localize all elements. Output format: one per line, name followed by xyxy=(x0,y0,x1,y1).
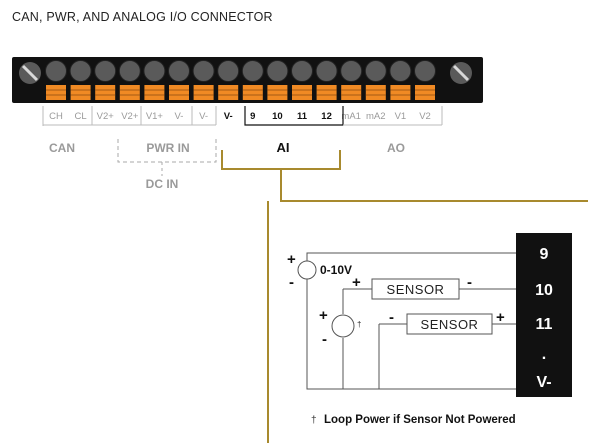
pin-dividers xyxy=(42,106,443,126)
pin-label: mA2 xyxy=(366,111,386,122)
terminal-screw-icon xyxy=(143,60,166,82)
terminal-screws xyxy=(19,60,472,84)
terminal-screw-icon xyxy=(45,60,67,82)
pin-label: mA1 xyxy=(341,111,361,122)
pin-label: V2 xyxy=(419,111,431,122)
terminal-slot xyxy=(292,85,312,100)
terminal-slot xyxy=(46,85,66,100)
footnote-text: Loop Power if Sensor Not Powered xyxy=(324,414,516,426)
terminal-screw-icon xyxy=(241,60,264,82)
group-label-ai: AI xyxy=(277,140,290,155)
circuit-wiring xyxy=(306,252,516,390)
terminal-screw-icon xyxy=(364,60,387,82)
terminal-slot xyxy=(242,85,263,100)
pin-label: V1+ xyxy=(146,111,164,122)
source-voltage-label: 0-10V xyxy=(320,263,352,277)
page-title: CAN, PWR, AND ANALOG I/O CONNECTOR xyxy=(12,10,273,24)
terminal-slot xyxy=(119,85,140,100)
terminal-slot xyxy=(316,85,337,100)
group-label-pwr-in: PWR IN xyxy=(146,141,189,155)
pin-label-row: CH CL V2+ V2+ V1+ V- V- V- 9 10 11 12 mA1 mA2 V1 V2 xyxy=(49,111,431,122)
pin-block xyxy=(516,233,572,397)
pin-block-label: 11 xyxy=(536,316,553,333)
sensor2-minus: - xyxy=(389,309,394,326)
pin-label: V2+ xyxy=(97,111,115,122)
terminal-slots xyxy=(46,85,435,100)
group-label-dc-in: DC IN xyxy=(146,177,179,191)
loop-dagger: † xyxy=(357,320,361,329)
sensor1-minus: - xyxy=(467,274,472,291)
pin-label: 9 xyxy=(250,111,255,122)
sensor-box-2 xyxy=(406,313,493,335)
pin-label: V2+ xyxy=(121,111,139,122)
pin-block-labels: 9 10 11. V- xyxy=(535,246,553,391)
terminal-slot xyxy=(169,85,189,100)
pin-label: CH xyxy=(49,111,63,122)
pin-label: 10 xyxy=(272,111,283,122)
loop-minus: - xyxy=(322,331,327,348)
group-label-can: CAN xyxy=(49,141,75,155)
pin-label: CL xyxy=(75,111,87,122)
terminal-slot xyxy=(415,85,435,100)
loop-power-source-symbol xyxy=(331,314,355,338)
source-minus: - xyxy=(289,274,294,291)
loop-plus: + xyxy=(319,307,328,324)
pin-label: V- xyxy=(199,111,208,122)
end-screw-right-icon xyxy=(450,62,472,84)
pin-block-label: 9 xyxy=(540,246,549,263)
terminal-screw-icon xyxy=(340,60,363,82)
sensor-box-1 xyxy=(371,278,460,300)
terminal-slot xyxy=(341,85,362,100)
terminal-slot xyxy=(144,85,165,100)
pin-block-label: . xyxy=(542,346,546,363)
pin-label: V1 xyxy=(395,111,407,122)
voltage-source-symbol xyxy=(297,260,317,280)
terminal-slot xyxy=(70,85,91,100)
pin-block-label: V- xyxy=(536,374,551,391)
terminal-screw-icon xyxy=(266,60,289,82)
terminal-screw-icon xyxy=(315,60,338,82)
terminal-screw-icon xyxy=(94,60,117,82)
pin-block-label: 10 xyxy=(535,282,553,299)
footnote-mark: † xyxy=(311,415,317,426)
terminal-screw-icon xyxy=(217,60,240,82)
pwr-in-dashed-bracket xyxy=(117,139,217,163)
terminal-screw-icon xyxy=(118,60,141,82)
terminal-screw-icon xyxy=(69,60,92,82)
pin-label: 12 xyxy=(321,111,332,122)
end-screw-left-icon xyxy=(19,62,41,84)
sensor-label-2: SENSOR xyxy=(421,317,479,332)
pin-label: V- xyxy=(224,111,233,122)
sensor-label-1: SENSOR xyxy=(387,282,445,297)
terminal-screw-icon xyxy=(192,60,215,82)
terminal-slot xyxy=(95,85,116,100)
terminal-screw-icon xyxy=(389,60,412,82)
terminal-slot xyxy=(193,85,214,100)
pin-label: 11 xyxy=(297,111,308,122)
terminal-slot xyxy=(365,85,386,100)
terminal-slot xyxy=(218,85,239,100)
terminal-screw-icon xyxy=(291,60,313,82)
terminal-screw-icon xyxy=(414,60,436,82)
source-plus: + xyxy=(287,251,296,268)
group-label-ao: AO xyxy=(387,141,405,155)
sensor2-plus: + xyxy=(496,309,505,326)
ai-leader-line xyxy=(267,169,588,443)
terminal-screw-icon xyxy=(168,60,190,82)
terminal-slot xyxy=(390,85,411,100)
sensor1-plus: + xyxy=(352,274,361,291)
pin-label: V- xyxy=(175,111,184,122)
terminal-slot xyxy=(267,85,288,100)
